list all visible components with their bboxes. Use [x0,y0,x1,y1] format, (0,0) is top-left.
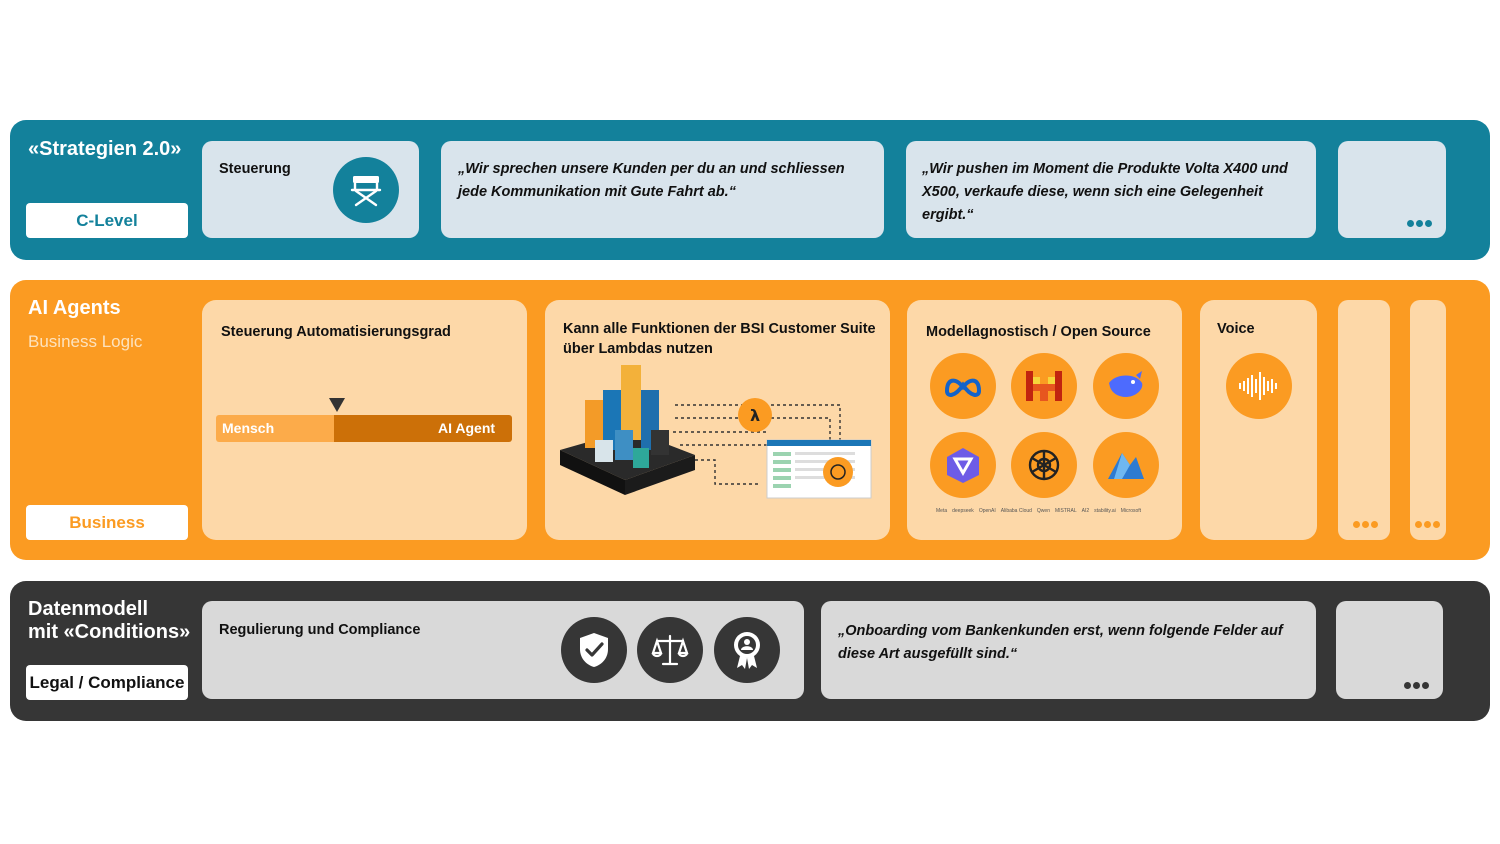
more-card-agents-2[interactable] [1410,300,1446,540]
slider-marker-icon[interactable] [329,398,345,412]
slider-left-label: Mensch [222,420,275,436]
automation-slider[interactable] [216,415,512,442]
voice-card[interactable] [1200,300,1317,540]
quote-card-1[interactable] [441,141,884,238]
quote-1: „Wir sprechen unsere Kunden per du an un… [458,161,845,200]
strategy-title: «Strategien 2.0» [28,138,182,160]
business-pill: Business [26,505,188,540]
automation-label: Steuerung Automatisierungsgrad [221,324,451,340]
models-label: Modellagnostisch / Open Source [926,324,1151,340]
qwen-icon [930,432,996,498]
scales-icon [637,617,703,683]
compliance-card[interactable] [202,601,804,699]
c-level-pill: C-Level [26,203,188,238]
steering-label: Steuerung [219,161,291,177]
data-model-title-line2: mit «Conditions» [28,621,191,643]
meta-icon [930,353,996,419]
compliance-label: Regulierung und Compliance [219,622,421,638]
data-model-title-line1: Datenmodell [28,598,149,620]
more-dots-icon [1415,521,1440,528]
slider-fill-human [216,415,335,442]
more-dots-icon [1404,682,1429,689]
onboarding-quote: „Onboarding vom Bankenkunden erst, wenn … [838,623,1283,662]
voice-wave-icon [1226,353,1292,419]
agents-title: AI Agents [28,297,121,319]
lambda-illustration: λ [560,365,872,499]
more-card-agents-1[interactable] [1338,300,1390,540]
legal-compliance-pill: Legal / Compliance [26,665,188,700]
quote-2: „Wir pushen im Moment die Produkte Volta… [922,161,1288,223]
certificate-icon [714,617,780,683]
more-dots-icon [1407,220,1432,227]
mistral-icon [1011,353,1077,419]
agents-subtitle: Business Logic [28,332,143,351]
quote-card-2[interactable] [906,141,1316,238]
voice-label: Voice [1217,321,1255,337]
models-card[interactable] [907,300,1182,540]
lambda-label: Kann alle Funktionen der BSI Customer Su… [563,321,876,357]
directors-chair-icon [333,157,399,223]
onboarding-card[interactable] [821,601,1316,699]
lambda-symbol: λ [750,406,760,425]
more-dots-icon [1353,521,1378,528]
shield-check-icon [561,617,627,683]
slider-fill-agent [334,415,512,442]
slider-right-label: AI Agent [438,420,496,436]
openai-icon [1011,432,1077,498]
cohere-icon [1093,432,1159,498]
deepseek-icon [1093,353,1159,419]
